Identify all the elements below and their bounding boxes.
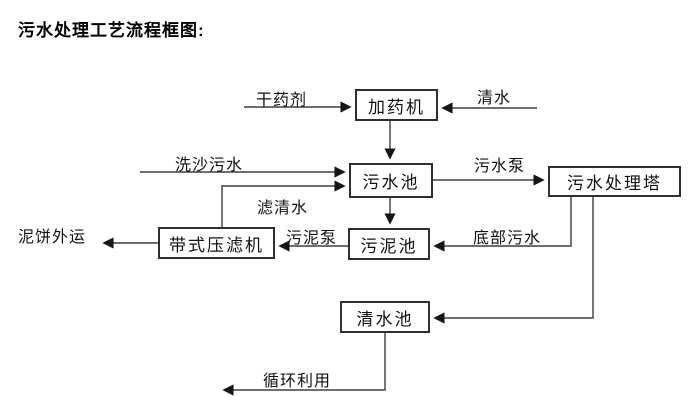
node-sewage-pool: 污水池 [349, 163, 433, 198]
flow-label-filtered-water: 滤清水 [257, 200, 309, 217]
node-sewage-treatment-tower: 污水处理塔 [548, 166, 681, 197]
flow-label-sand-washing-sewage: 洗沙污水 [175, 157, 244, 174]
node-sludge-pool: 污泥池 [348, 228, 430, 260]
node-clean-water-pool: 清水池 [340, 301, 430, 333]
edge-clean-water-pool-to-recycling [222, 333, 386, 396]
page-title: 污水处理工艺流程框图: [18, 21, 205, 40]
flow-label-mud-cake-transport: 泥饼外运 [18, 229, 87, 246]
flow-label-sludge-pump: 污泥泵 [286, 230, 338, 247]
edge-bottom-sewage-tower-to-sludge-pool [433, 197, 572, 252]
node-belt-filter-press: 带式压滤机 [158, 227, 275, 259]
flow-label-sewage-pump: 污水泵 [474, 158, 526, 175]
node-dosing-machine: 加药机 [355, 89, 438, 121]
edge-filtered-water-press-to-sewage-pool [221, 180, 346, 227]
edge-tower-to-clean-water-pool [433, 197, 594, 324]
flow-label-clean-water: 清水 [477, 90, 512, 107]
flow-label-recycling: 循环利用 [263, 373, 332, 390]
flow-label-dry-chemical: 干药剂 [256, 92, 308, 109]
flow-label-bottom-sewage: 底部污水 [473, 230, 542, 247]
